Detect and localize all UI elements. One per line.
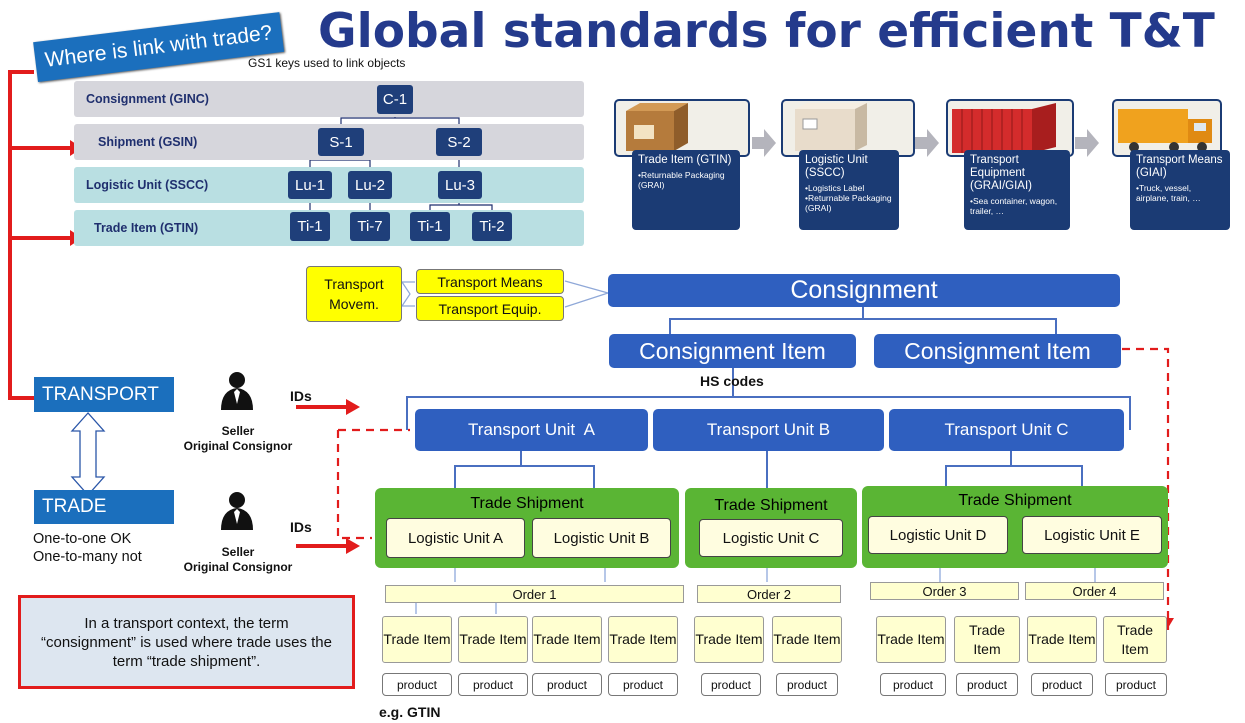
consignor-text: Original Consignor xyxy=(183,560,293,574)
logistic-unit-c: Logistic Unit C xyxy=(699,519,843,557)
product-box: product xyxy=(608,673,678,696)
trade-notes: One-to-one OK One-to-many not xyxy=(33,530,142,566)
consignment-box: Consignment xyxy=(608,274,1120,307)
card-title: Transport Means (GIAI) xyxy=(1136,154,1223,179)
trade-shipment-1: Trade Shipment Logistic Unit A Logistic … xyxy=(375,488,679,568)
card-title: Logistic Unit (SSCC) xyxy=(805,154,868,179)
transport-unit-c: Transport Unit C xyxy=(889,409,1124,451)
id-s2: S-2 xyxy=(436,128,482,156)
trade-label: TRADE xyxy=(34,490,174,524)
consignment-item-2: Consignment Item xyxy=(874,334,1121,368)
card-title: Transport Equipment (GRAI/GIAI) xyxy=(970,154,1032,192)
seller-person-icon xyxy=(218,370,256,412)
row-consignment: Consignment (GINC) xyxy=(74,81,584,117)
id-c1: C-1 xyxy=(377,85,413,114)
id-ti2: Ti-2 xyxy=(472,212,512,241)
card-sub: •Truck, vessel, airplane, train, … xyxy=(1136,183,1201,203)
card-sub: •Returnable Packaging (GRAI) xyxy=(638,170,725,190)
trade-item-box: Trade Item xyxy=(694,616,764,663)
consignment-item-1: Consignment Item xyxy=(609,334,856,368)
product-box: product xyxy=(956,673,1018,696)
product-box: product xyxy=(776,673,838,696)
double-arrow-icon xyxy=(70,412,106,496)
logistic-unit-d: Logistic Unit D xyxy=(868,516,1008,554)
product-box: product xyxy=(382,673,452,696)
id-lu1: Lu-1 xyxy=(288,171,332,199)
id-lu3: Lu-3 xyxy=(438,171,482,199)
seller-label-1: Seller Original Consignor xyxy=(170,424,306,454)
note-one-to-many: One-to-many not xyxy=(33,549,142,565)
ids-label-1: IDs xyxy=(290,388,312,404)
id-lu2: Lu-2 xyxy=(348,171,392,199)
id-ti1b: Ti-1 xyxy=(410,212,450,241)
card-logistic-unit: Logistic Unit (SSCC) •Logistics Label •R… xyxy=(799,150,899,230)
card-transport-means: Transport Means (GIAI) •Truck, vessel, a… xyxy=(1130,150,1230,230)
transport-unit-a: Transport Unit A xyxy=(415,409,648,451)
trade-shipment-label: Trade Shipment xyxy=(958,492,1072,509)
transport-unit-b: Transport Unit B xyxy=(653,409,884,451)
transport-equip-box: Transport Equip. xyxy=(416,296,564,321)
trade-shipment-label: Trade Shipment xyxy=(714,497,828,514)
trade-item-box: Trade Item xyxy=(876,616,946,663)
order-1: Order 1 xyxy=(385,585,684,603)
page-title: Global standards for efficient T&T xyxy=(318,4,1215,59)
seller-label-2: Seller Original Consignor xyxy=(170,545,306,575)
note-one-to-one: One-to-one OK xyxy=(33,531,132,547)
product-box: product xyxy=(880,673,946,696)
trade-item-box: Trade Item xyxy=(772,616,842,663)
transport-means-box: Transport Means xyxy=(416,269,564,294)
eg-gtin-label: e.g. GTIN xyxy=(379,704,441,720)
trade-item-box: Trade Item xyxy=(532,616,602,663)
row-label: Consignment (GINC) xyxy=(86,92,209,106)
transport-label: TRANSPORT xyxy=(34,377,174,412)
product-box: product xyxy=(1105,673,1167,696)
ids-label-2: IDs xyxy=(290,519,312,535)
id-ti1: Ti-1 xyxy=(290,212,330,241)
card-sub: •Logistics Label •Returnable Packaging (… xyxy=(805,183,892,213)
id-s1: S-1 xyxy=(318,128,364,156)
row-label: Shipment (GSIN) xyxy=(98,135,198,149)
truck-image xyxy=(1112,99,1222,157)
card-transport-equipment: Transport Equipment (GRAI/GIAI) •Sea con… xyxy=(964,150,1070,230)
product-box: product xyxy=(458,673,528,696)
logistic-unit-a: Logistic Unit A xyxy=(386,518,525,558)
transport-movement-box: Transport Movem. xyxy=(306,266,402,322)
logistic-unit-b: Logistic Unit B xyxy=(532,518,671,558)
trade-item-box: Trade Item xyxy=(1027,616,1097,663)
order-3: Order 3 xyxy=(870,582,1019,600)
trade-shipment-2: Trade Shipment Logistic Unit C xyxy=(685,488,857,568)
trade-item-box: Trade Item xyxy=(954,616,1020,663)
consignment-note: In a transport context, the term “consig… xyxy=(18,595,355,689)
card-title: Trade Item (GTIN) xyxy=(638,154,732,166)
seller-person-icon xyxy=(218,490,256,532)
trade-item-box: Trade Item xyxy=(458,616,528,663)
product-box: product xyxy=(1031,673,1093,696)
trade-item-box: Trade Item xyxy=(608,616,678,663)
product-box: product xyxy=(701,673,761,696)
trade-shipment-3: Trade Shipment Logistic Unit D Logistic … xyxy=(862,486,1168,568)
card-trade-item: Trade Item (GTIN) •Returnable Packaging … xyxy=(632,150,740,230)
consignor-text: Original Consignor xyxy=(183,439,293,453)
id-ti7: Ti-7 xyxy=(350,212,390,241)
trade-shipment-label: Trade Shipment xyxy=(470,495,584,512)
order-4: Order 4 xyxy=(1025,582,1164,600)
row-label: Trade Item (GTIN) xyxy=(94,221,199,235)
order-2: Order 2 xyxy=(697,585,841,603)
logistic-unit-image xyxy=(781,99,915,157)
trade-item-box: Trade Item xyxy=(382,616,452,663)
hs-codes-label: HS codes xyxy=(700,373,764,389)
container-image xyxy=(946,99,1074,157)
seller-text: Seller xyxy=(221,545,255,559)
logistic-unit-e: Logistic Unit E xyxy=(1022,516,1162,554)
gs1-keys-caption: GS1 keys used to link objects xyxy=(248,56,406,70)
product-box: product xyxy=(532,673,602,696)
card-sub: •Sea container, wagon, trailer, … xyxy=(970,196,1058,216)
seller-text: Seller xyxy=(221,424,255,438)
trade-item-box: Trade Item xyxy=(1103,616,1167,663)
trade-item-image xyxy=(614,99,750,157)
row-label: Logistic Unit (SSCC) xyxy=(86,178,209,192)
